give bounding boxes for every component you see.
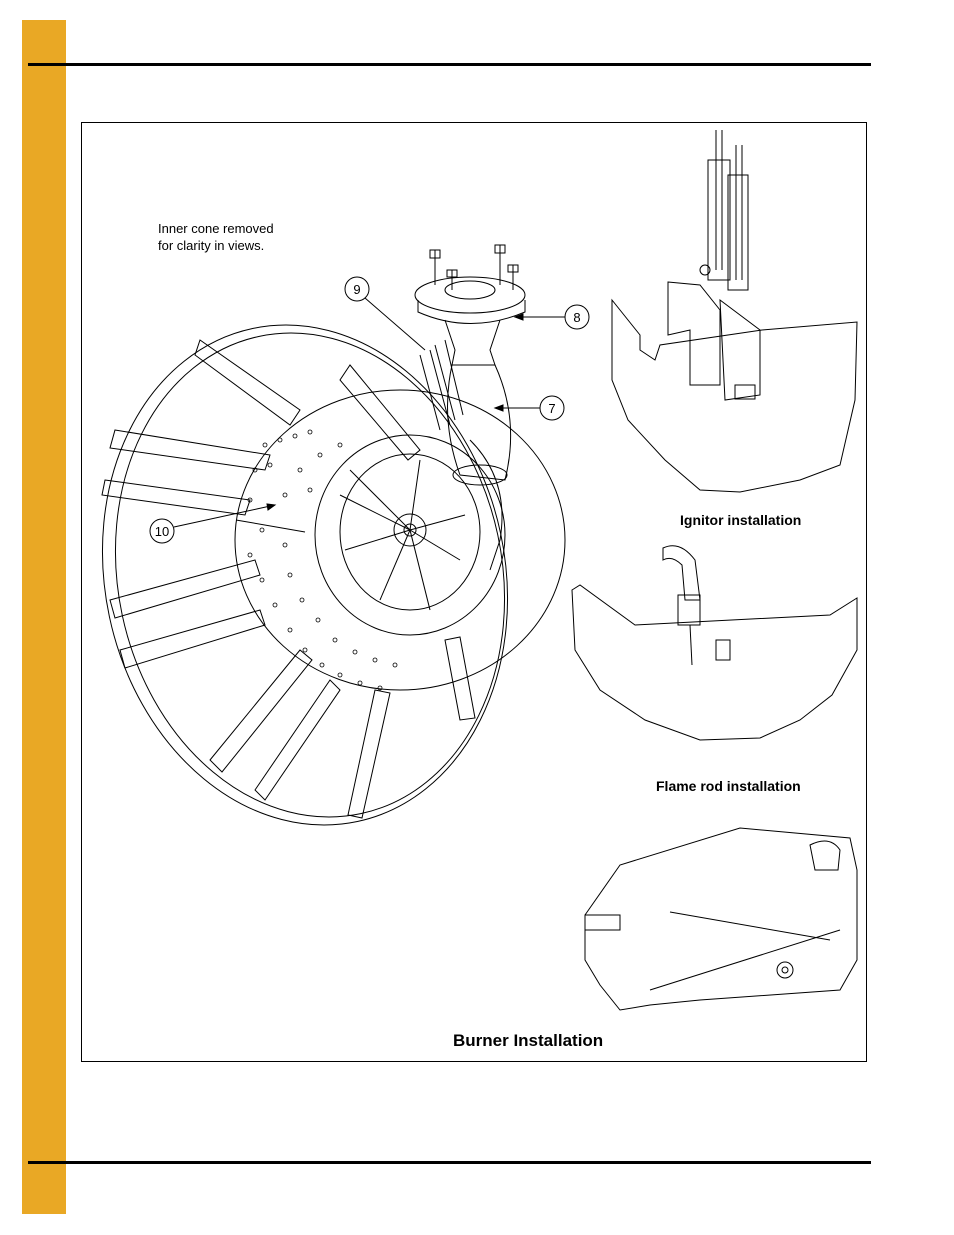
header-rule [28, 63, 871, 66]
callout-7: 7 [548, 401, 556, 416]
note-line-1: Inner cone removed [158, 221, 274, 236]
inner-cone-note: Inner cone removed for clarity in views. [158, 220, 274, 254]
figure-frame [81, 122, 867, 1062]
callout-8: 8 [573, 310, 581, 325]
side-color-bar [22, 20, 66, 1214]
ignitor-rods-drawing [419, 339, 464, 431]
note-line-2: for clarity in views. [158, 238, 265, 253]
burner-bottom-detail-drawing [584, 827, 858, 1011]
burner-cone-drawing [414, 244, 526, 571]
callout-10: 10 [154, 524, 170, 539]
ignitor-detail-drawing [611, 130, 858, 493]
ignitor-caption: Ignitor installation [680, 512, 802, 528]
callout-9: 9 [353, 282, 361, 297]
footer-rule [28, 1161, 871, 1164]
flame-rod-detail-drawing [571, 545, 858, 741]
callout-graphics [149, 276, 590, 544]
flame-rod-caption: Flame rod installation [656, 778, 801, 794]
burner-drum-drawing [101, 324, 566, 826]
figure-title: Burner Installation [453, 1031, 604, 1050]
disc-perforations [247, 429, 398, 691]
